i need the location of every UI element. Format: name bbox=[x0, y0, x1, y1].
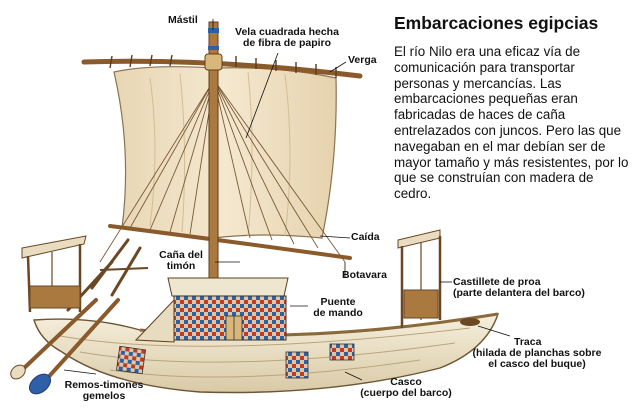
label-traca-line3: el casco del buque) bbox=[488, 358, 586, 370]
label-castillete-line1: Castillete de proa bbox=[453, 276, 541, 288]
label-cana-timon: Caña del timón bbox=[150, 250, 212, 272]
label-vela: Vela cuadrada hecha de fibra de papiro bbox=[224, 27, 350, 49]
label-casco-line1: Casco bbox=[390, 376, 422, 388]
label-vela-line1: Vela cuadrada hecha bbox=[235, 26, 339, 38]
label-verga: Verga bbox=[348, 54, 377, 66]
label-casco-line2: (cuerpo del barco) bbox=[360, 387, 452, 399]
label-remos-line1: Remos-timones bbox=[64, 379, 144, 391]
label-puente-line2: de mando bbox=[313, 307, 363, 319]
label-casco: Casco (cuerpo del barco) bbox=[348, 377, 464, 399]
label-castillete: Castillete de proa (parte delantera del … bbox=[453, 277, 585, 299]
sail bbox=[113, 66, 337, 239]
boom bbox=[108, 224, 352, 260]
label-traca-line1: Traca bbox=[514, 336, 542, 348]
label-remos-line2: gemelos bbox=[82, 390, 126, 402]
description-text: El río Nilo era una eficaz vía de comuni… bbox=[394, 44, 629, 202]
label-cana-line2: timón bbox=[166, 260, 196, 272]
label-puente: Puente de mando bbox=[306, 297, 370, 319]
label-caida: Caída bbox=[351, 231, 380, 243]
label-botavara: Botavara bbox=[342, 269, 387, 281]
label-castillete-line2: (parte delantera del barco) bbox=[453, 287, 585, 299]
label-vela-line2: de fibra de papiro bbox=[242, 37, 332, 49]
rigging bbox=[99, 79, 346, 263]
label-puente-line1: Puente bbox=[320, 296, 356, 308]
bridge-cabin bbox=[134, 277, 289, 343]
label-cana-line1: Caña del bbox=[159, 249, 203, 261]
label-traca-line2: (hilada de planchas sobre bbox=[472, 347, 602, 359]
page-title: Embarcaciones egipcias bbox=[394, 13, 599, 33]
steering-oars bbox=[10, 298, 120, 395]
label-mastil: Mástil bbox=[168, 14, 198, 26]
label-traca: Traca (hilada de planchas sobre el casco… bbox=[452, 337, 622, 370]
stern-canopy bbox=[21, 235, 87, 313]
bow-castle bbox=[397, 229, 442, 328]
label-remos: Remos-timones gemelos bbox=[52, 380, 156, 402]
